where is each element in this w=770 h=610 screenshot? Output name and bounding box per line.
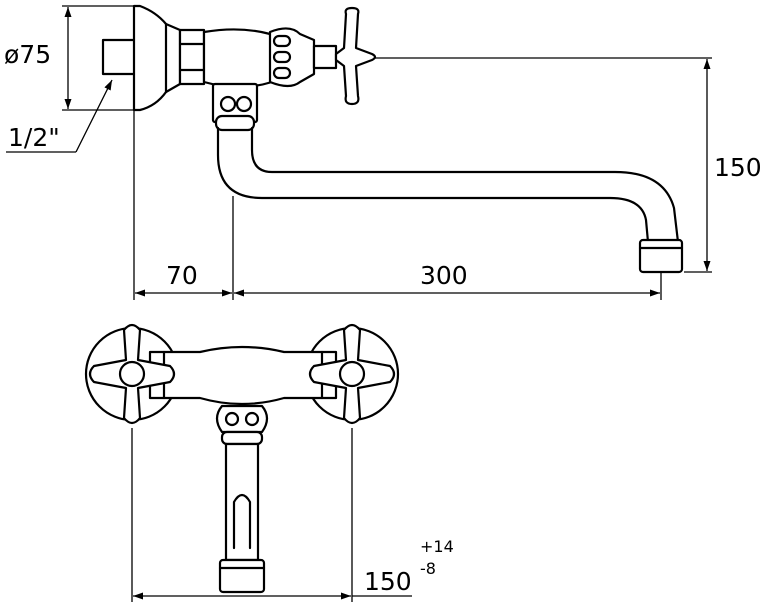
offset-label: 70 bbox=[166, 261, 198, 290]
reach-label: 300 bbox=[420, 261, 468, 290]
centers-label: 150 bbox=[364, 567, 412, 596]
front-body bbox=[148, 345, 338, 406]
front-view-dimensions: 150 +14 -8 bbox=[131, 428, 454, 602]
escutcheon-flange bbox=[132, 4, 182, 112]
front-spout bbox=[224, 442, 260, 562]
front-view bbox=[84, 323, 400, 594]
height-label: 150 bbox=[714, 153, 762, 182]
side-view bbox=[101, 4, 684, 274]
wall-connector bbox=[101, 38, 137, 76]
valve-body bbox=[202, 28, 274, 89]
right-cross-handle bbox=[308, 323, 396, 425]
front-collar bbox=[215, 404, 269, 434]
front-aerator bbox=[218, 558, 266, 594]
spout bbox=[216, 126, 650, 244]
thread-label: 1/2" bbox=[8, 123, 60, 152]
left-cross-handle bbox=[88, 323, 176, 425]
side-view-dimensions: ø75 1/2" 150 70 300 bbox=[4, 5, 762, 300]
valve-stem bbox=[312, 44, 338, 70]
tolerance-plus: +14 bbox=[420, 537, 454, 556]
aerator bbox=[638, 238, 684, 274]
body-nut bbox=[178, 28, 206, 86]
tolerance-minus: -8 bbox=[420, 559, 436, 578]
cross-handle-side bbox=[334, 6, 377, 106]
diameter-label: ø75 bbox=[4, 40, 51, 69]
